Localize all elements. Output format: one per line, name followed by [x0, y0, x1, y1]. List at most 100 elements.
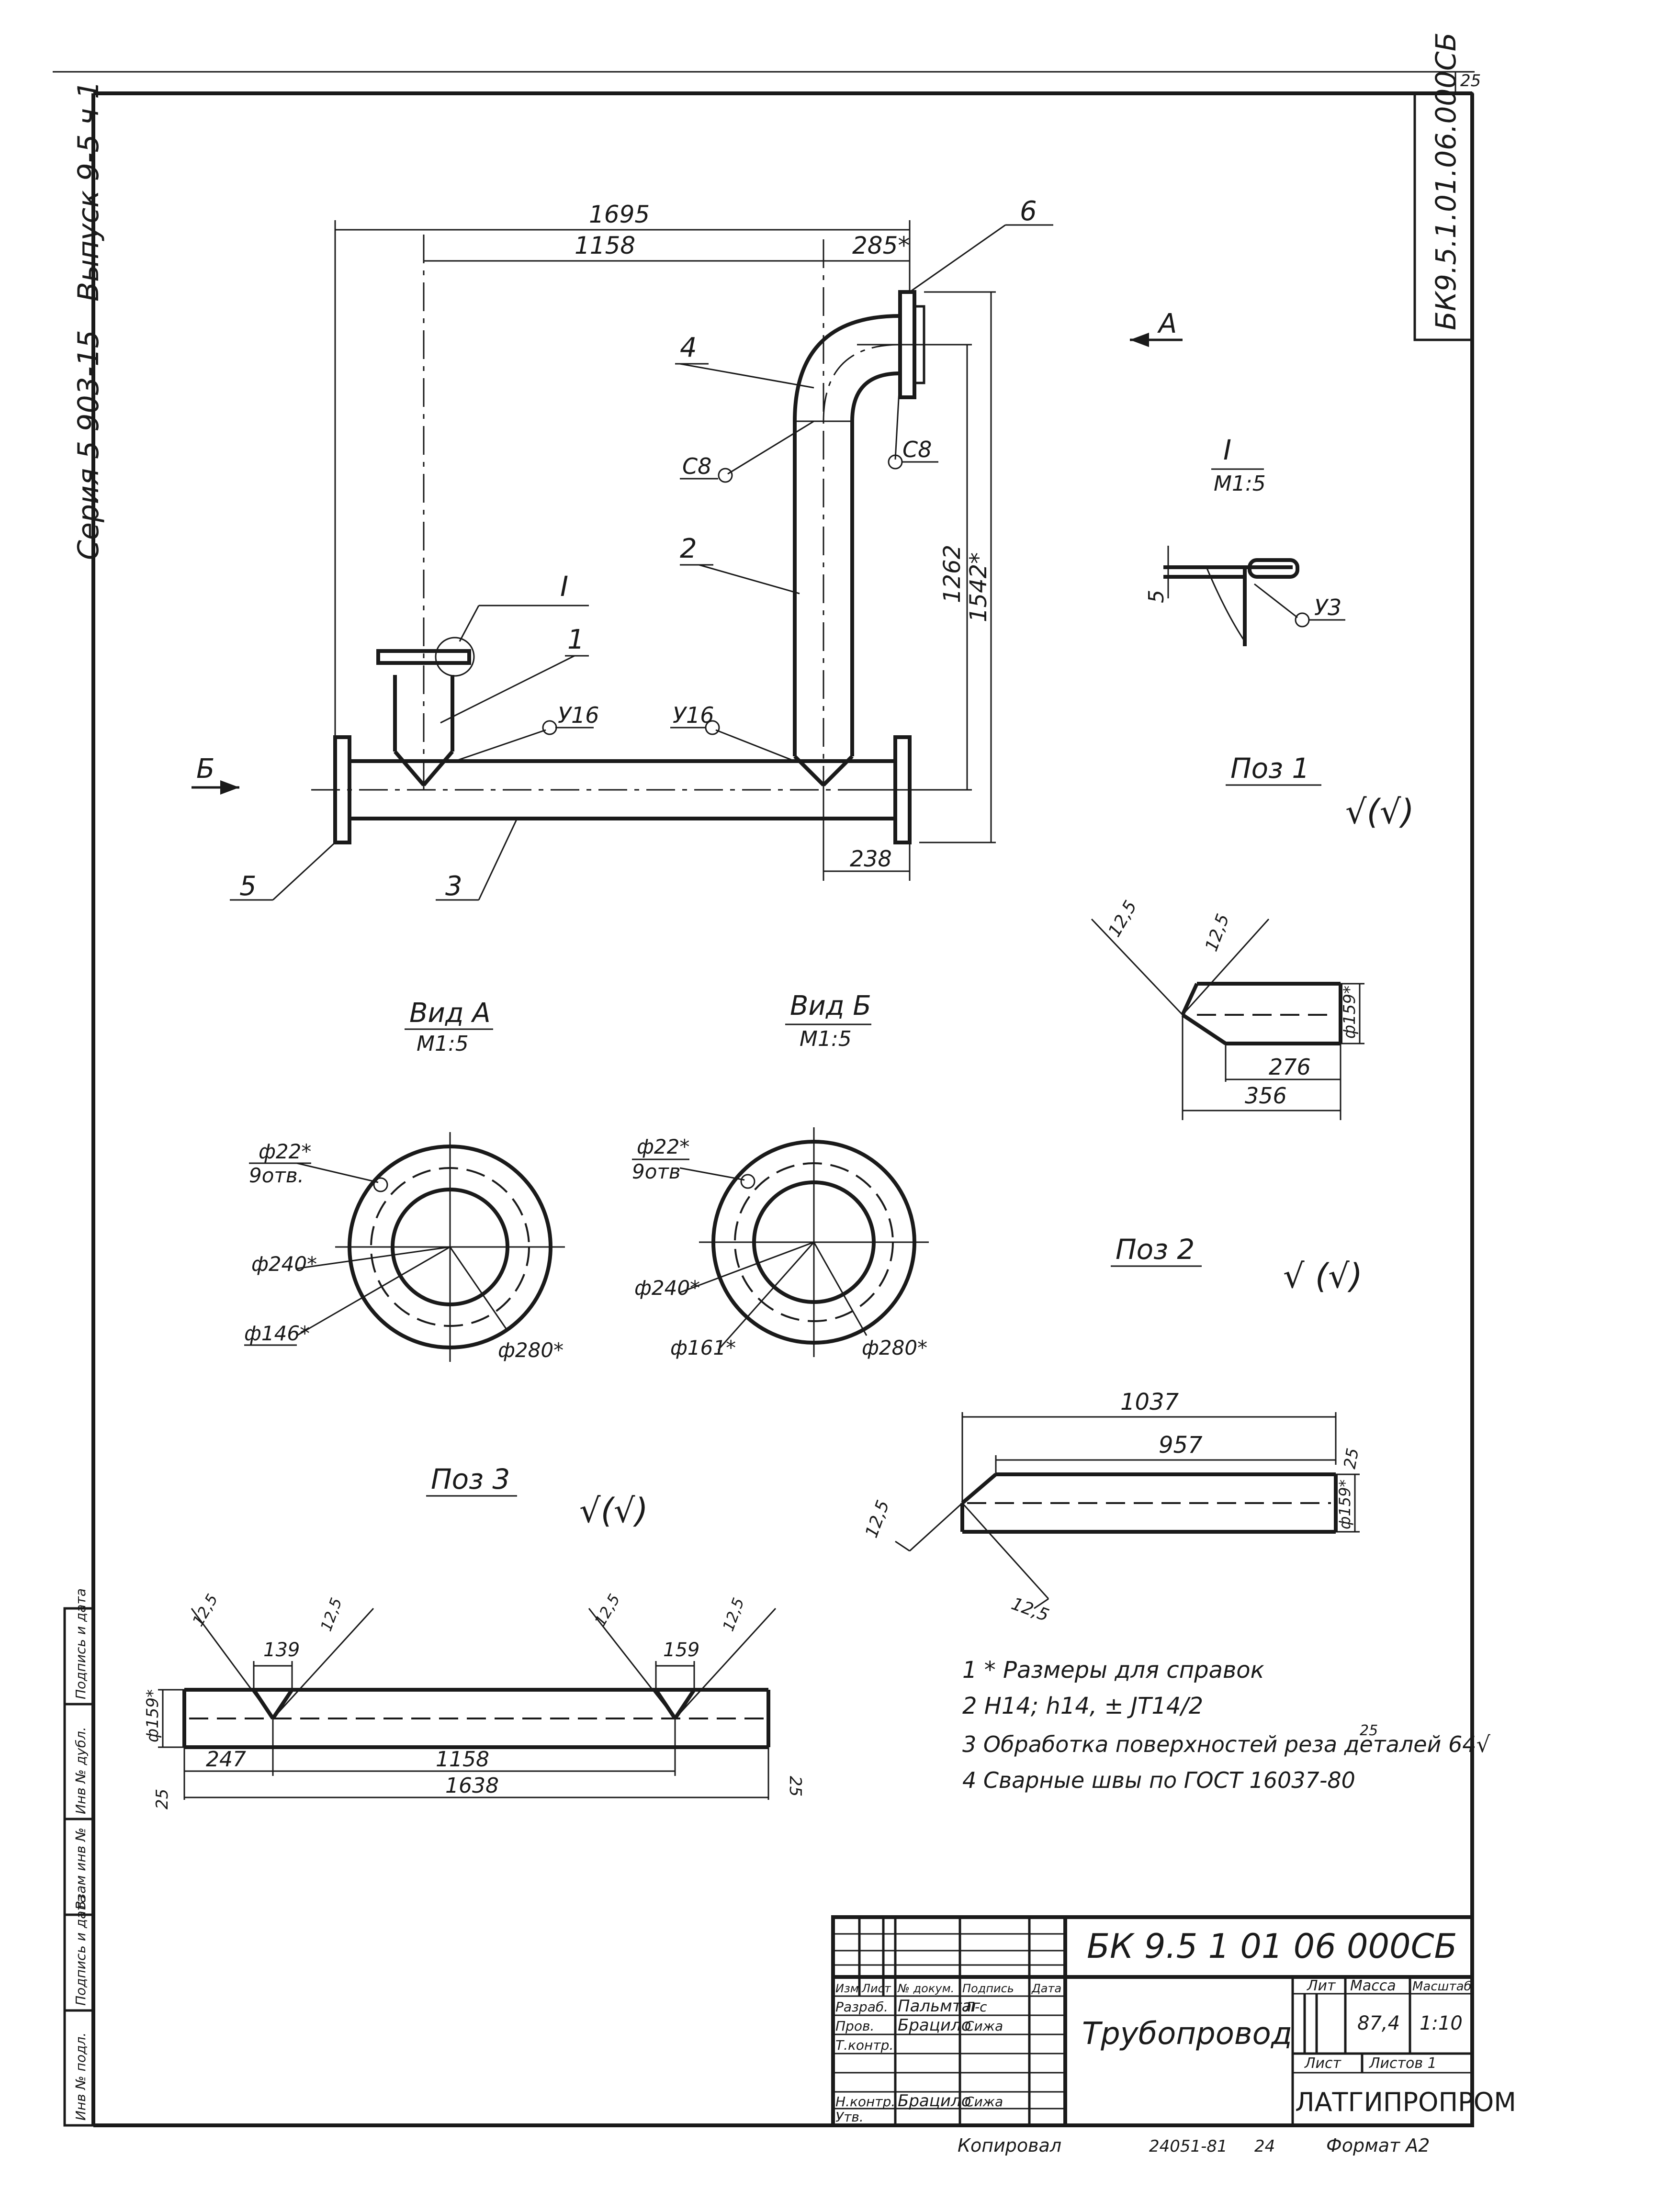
view-a-scale: М1:5 [417, 1032, 469, 1056]
pos1-diameter: ф159* [1340, 986, 1359, 1039]
dim-238: 238 [850, 846, 892, 872]
dim-285: 285* [852, 232, 910, 259]
dim-1158: 1158 [575, 232, 635, 259]
note-3: 3 Обработка поверхностей реза деталей 64… [962, 1731, 1491, 1757]
pos3-rough-3: 12,5 [591, 1591, 624, 1629]
pos2-diameter: ф159* [1336, 1480, 1354, 1529]
tb-mass: 87,4 [1357, 2012, 1400, 2034]
callout-detail-I: I [560, 570, 568, 603]
tb-lit-label: Лит [1307, 1977, 1336, 1994]
callout-6: 6 [1020, 196, 1037, 227]
pos2-dim-957: 957 [1159, 1432, 1203, 1459]
callout-4: 4 [680, 332, 697, 363]
view-a-holes-1: ф22* [259, 1140, 311, 1163]
view-arrow-b: Б [196, 753, 214, 785]
pos3-rough-end-right: 25 [786, 1776, 805, 1797]
note-3-sup: 25 [1360, 1722, 1378, 1739]
strip-label-1: Инв № подл. [73, 2032, 89, 2121]
pos2-dim-1037: 1037 [1120, 1389, 1179, 1415]
view-b-inner: ф161* [670, 1336, 736, 1359]
footer-order: 24051-81 [1149, 2137, 1228, 2156]
callout-3: 3 [445, 871, 462, 902]
title-block: Изм Лист № докум. Подпись Дата Разраб. П… [831, 1915, 1516, 2127]
view-a-inner: ф146* [244, 1322, 310, 1345]
issue-label: Выпуск 9-5 ч 1 [72, 81, 105, 302]
detail-i: I М1:5 5 У3 [1144, 434, 1345, 646]
view-a-pcd: ф240* [251, 1252, 317, 1276]
pos2-roughness: √ (√) [1283, 1257, 1363, 1296]
tb-head-1: Изм [835, 1982, 859, 1995]
pos3-dim-159: 159 [663, 1639, 699, 1661]
view-a-title: Вид А [409, 998, 491, 1029]
tb-sign-1: Л-с [964, 1999, 987, 2015]
page-number: 25 [1460, 71, 1481, 90]
pos1-rough-2: 12,5 [1202, 911, 1233, 954]
weld-y16-right: У16 [673, 702, 714, 728]
detail-i-dim: 5 [1144, 590, 1169, 603]
pos3-diameter: ф159* [143, 1689, 162, 1742]
note-2: 2 H14; h14, ± JT14/2 [962, 1693, 1203, 1719]
tb-head-3: № докум. [897, 1982, 954, 1995]
strip-label-5: Подпись и дата [73, 1588, 89, 1699]
pos2-rough-1: 12,5 [862, 1498, 893, 1540]
pos1-detail: Поз 1 √(√) 12,5 12,5 ф159* 276 356 [1091, 752, 1414, 1120]
tb-role-3: Т.контр. [835, 2037, 893, 2053]
dim-1542: 1542* [965, 552, 992, 622]
view-a-outer: ф280* [498, 1338, 564, 1362]
pos2-detail: Поз 2 √ (√) 1037 957 ф159* 25 12,5 12,5 [862, 1233, 1363, 1626]
pos3-rough-end-left: 25 [153, 1789, 172, 1809]
left-strip: Инв № подл. Подпись и дата Взам инв № Ин… [63, 1588, 95, 2127]
note-4: 4 Сварные швы по ГОСТ 16037-80 [962, 1767, 1355, 1793]
main-assembly-view: 1695 1158 285* 1262 1542* 238 6 4 2 I 1 [192, 196, 1183, 902]
callout-2: 2 [680, 533, 697, 564]
pos1-title: Поз 1 [1230, 752, 1309, 785]
detail-i-scale: М1:5 [1214, 472, 1266, 496]
pos2-title: Поз 2 [1116, 1233, 1195, 1266]
tb-name-1: Пальмтаг [898, 1997, 981, 2016]
pos3-dim-1638: 1638 [445, 1774, 499, 1798]
pos3-rough-2: 12,5 [317, 1595, 346, 1634]
tb-sheets-label: Листов 1 [1369, 2055, 1437, 2072]
tb-name-5: Брацило [898, 2091, 971, 2111]
series-label: Серия 5 903-15 [72, 330, 105, 560]
pos2-rough-2: 12,5 [1009, 1594, 1051, 1626]
tb-sign-2: Сижа [965, 2018, 1003, 2034]
pos3-detail: Поз 3 √(√) 12,5 12,5 12,5 12,5 139 159 [143, 1463, 805, 1809]
view-b-scale: М1:5 [800, 1027, 852, 1051]
notes: 1 * Размеры для справок 2 H14; h14, ± JT… [962, 1657, 1491, 1793]
pos1-dim-356: 356 [1245, 1083, 1287, 1109]
view-b-outer: ф280* [862, 1336, 927, 1359]
pos3-dim-139: 139 [263, 1639, 300, 1661]
tb-role-5: Н.контр. [835, 2094, 895, 2110]
weld-c8-right: С8 [902, 437, 932, 462]
pos3-title: Поз 3 [431, 1463, 510, 1495]
tb-head-5: Дата [1031, 1982, 1061, 1995]
strip-label-3: Взам инв № [73, 1828, 89, 1910]
detail-i-title: I [1223, 434, 1231, 466]
callout-1: 1 [567, 624, 585, 655]
pos1-roughness: √(√) [1345, 792, 1414, 831]
view-b-holes-1: ф22* [637, 1135, 689, 1158]
tb-mass-label: Масса [1350, 1977, 1396, 1994]
view-arrow-a: А [1157, 308, 1177, 339]
pos3-dim-247: 247 [206, 1747, 246, 1772]
pos1-dim-276: 276 [1269, 1054, 1311, 1080]
tb-name-2: Брацило [898, 2016, 971, 2035]
tb-sign-5: Сижа [965, 2094, 1003, 2110]
callout-5: 5 [239, 871, 257, 902]
detail-i-weld: У3 [1314, 595, 1341, 620]
dim-1695: 1695 [589, 201, 650, 228]
footer: Копировал 24051-81 24 Формат А2 [958, 2135, 1430, 2156]
pos1-rough-1: 12,5 [1105, 898, 1141, 941]
view-b-holes-2: 9отв [632, 1160, 681, 1183]
tb-title: Трубопровод [1082, 2016, 1292, 2052]
view-b: Вид Б М1:5 ф22* 9отв ф240* ф161* ф280* [632, 990, 929, 1359]
tb-scale-label: Масштаб [1412, 1979, 1472, 1994]
tb-role-6: Утв. [835, 2109, 864, 2125]
footer-sheet-no: 24 [1254, 2137, 1275, 2156]
view-b-title: Вид Б [790, 990, 871, 1022]
tb-role-2: Пров. [835, 2018, 874, 2034]
view-a: Вид А М1:5 ф22* 9отв. ф240* ф146* ф280* [244, 998, 565, 1362]
code-stamp: БК9.5.1.01.06.000СБ [1413, 33, 1474, 341]
